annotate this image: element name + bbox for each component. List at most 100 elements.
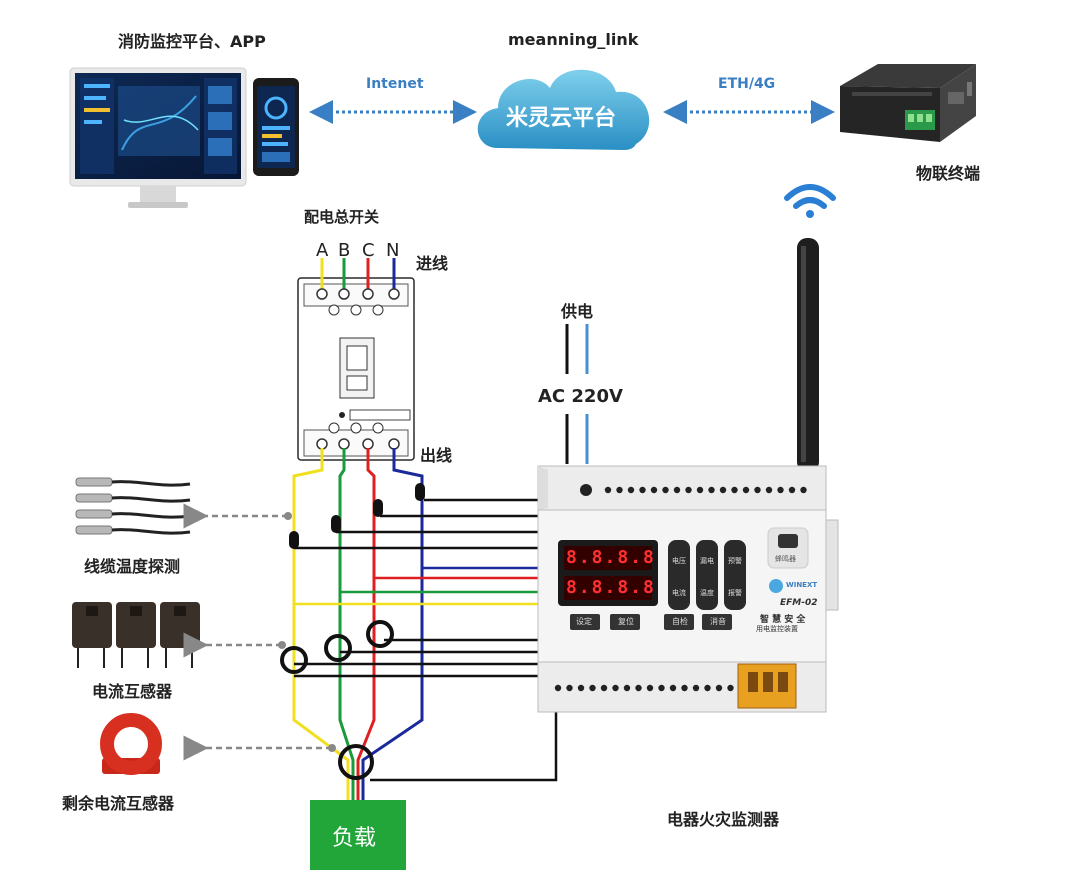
terminal-dot <box>708 486 715 494</box>
terminal-dot <box>673 486 681 494</box>
terminal-dot <box>727 684 734 692</box>
terminal-dot <box>612 684 619 692</box>
outgoing-label: 出线 <box>420 446 453 465</box>
current-transformer-icon <box>72 602 200 668</box>
breaker-title: 配电总开关 <box>304 208 380 226</box>
rct-signal-wire <box>370 712 558 782</box>
device-label: 电器火灾监测器 <box>667 810 780 829</box>
probe-cable <box>111 480 191 487</box>
terminal-screw <box>338 438 350 450</box>
probe-tip <box>75 525 113 535</box>
terminal-dot <box>658 684 665 692</box>
iot-label: 物联终端 <box>916 164 981 183</box>
terminal-dot <box>662 486 669 494</box>
wifi-icon <box>784 184 836 218</box>
phone-icon <box>253 78 299 176</box>
monitor-device <box>537 465 839 713</box>
device-desc-2: 用电监控装置 <box>756 625 798 633</box>
ct-ring <box>280 646 308 674</box>
temp-sensor-clip <box>331 515 341 533</box>
phase-wire <box>338 448 355 800</box>
device-desc-1: 智 慧 安 全 <box>760 615 806 625</box>
terminal-dot <box>704 684 711 692</box>
led-label-2: 漏电 <box>700 557 714 565</box>
probe-cable <box>111 512 191 519</box>
cloud-icon <box>477 69 650 150</box>
terminal-screw <box>316 288 328 300</box>
phase-letter-c: C <box>362 240 375 261</box>
temp-sensor-clip <box>289 531 299 549</box>
iot-terminal-icon <box>840 64 976 142</box>
led-label-4: 电流 <box>672 589 686 597</box>
supply-label: 供电 <box>561 302 594 321</box>
clamp-ct <box>116 602 156 648</box>
sensor-arrows <box>183 503 336 761</box>
terminal-dot <box>692 684 700 692</box>
terminal-dot <box>696 486 704 494</box>
terminal-dot <box>800 486 807 494</box>
button-reset[interactable]: 复位 <box>618 617 634 626</box>
link-right-label: ETH/4G <box>718 76 776 92</box>
phase-letter-a: A <box>316 240 329 261</box>
temp-sensor-clip <box>373 499 383 517</box>
probe-tip <box>75 477 113 487</box>
button-set[interactable]: 设定 <box>576 617 592 626</box>
probe-cable <box>111 496 191 503</box>
incoming-label: 进线 <box>416 254 449 273</box>
power-supply-lines <box>565 324 589 464</box>
brand-label: WINEXT <box>786 581 818 589</box>
led-label-1: 电压 <box>672 557 686 565</box>
probe-tip <box>75 493 113 503</box>
clamp-ct <box>72 602 112 648</box>
model-label: EFM-02 <box>780 598 818 608</box>
terminal-dot <box>646 684 654 692</box>
phase-wire <box>361 448 424 800</box>
terminal-dot <box>685 486 692 494</box>
terminal-dot <box>589 684 596 692</box>
phase-wiring <box>280 448 558 800</box>
terminal-dot <box>719 486 727 494</box>
terminal-dot <box>604 486 612 494</box>
monitor-icon <box>69 67 247 208</box>
terminal-screw <box>362 438 374 450</box>
phase-wire <box>292 448 350 800</box>
terminal-dot <box>742 486 750 494</box>
ct-label: 电流互感器 <box>92 682 173 701</box>
clamp-ct-slot <box>86 606 98 616</box>
residual-ct-icon <box>100 713 162 775</box>
terminal-dots-top <box>604 486 807 494</box>
breaker-switch <box>297 277 415 461</box>
terminal-dots-bottom <box>554 684 734 692</box>
terminal-dot <box>731 486 738 494</box>
phase-letter-b: B <box>338 240 351 261</box>
buzzer-label: 蜂鸣器 <box>775 555 796 563</box>
terminal-screw <box>388 288 400 300</box>
terminal-dot <box>639 486 646 494</box>
display-row-1: 8.8.8.8 <box>566 547 656 568</box>
terminal-dot <box>650 486 658 494</box>
residual-ct-label: 剩余电流互感器 <box>62 794 175 813</box>
button-mute[interactable]: 消音 <box>710 617 726 626</box>
clamp-ct-slot <box>130 606 142 616</box>
clamp-ct-slot <box>174 606 186 616</box>
temperature-probe-icon <box>75 477 191 535</box>
terminal-dot <box>669 684 677 692</box>
button-selftest[interactable]: 自检 <box>672 617 688 626</box>
terminal-screw <box>388 438 400 450</box>
led-label-6: 报警 <box>728 589 742 597</box>
terminal-dot <box>754 486 761 494</box>
terminal-screw <box>338 288 350 300</box>
terminal-dot <box>616 486 623 494</box>
terminal-dot <box>554 684 562 692</box>
led-label-3: 预警 <box>728 557 742 565</box>
terminal-dot <box>635 684 642 692</box>
load-box <box>310 800 406 870</box>
terminal-dot <box>577 684 585 692</box>
link-left-label: Intenet <box>366 76 424 92</box>
rct-ring <box>338 744 374 780</box>
terminal-dot <box>627 486 635 494</box>
terminal-dot <box>623 684 631 692</box>
terminal-dot <box>566 684 573 692</box>
terminal-screw <box>316 438 328 450</box>
